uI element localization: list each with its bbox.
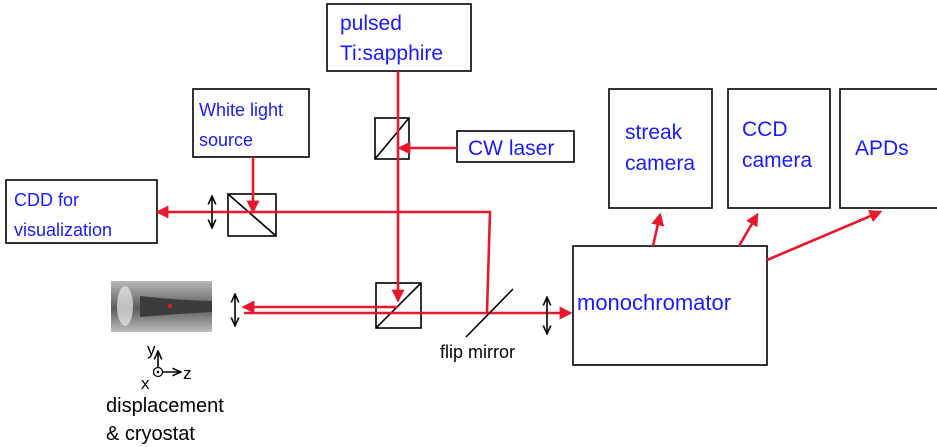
apds-box: APDs (839, 88, 937, 209)
monochromator-box: monochromator (572, 245, 768, 366)
white-light-label-line1: White light (199, 100, 283, 120)
streak-camera-label-line1: streak (625, 121, 683, 144)
pulsed-laser-label-line1: pulsed (340, 12, 402, 35)
beam-splitter-bottom (375, 282, 422, 329)
stage-label: displacement & cryostat (106, 395, 224, 445)
stage-label-line1: displacement (106, 395, 224, 417)
axis-x-label: x (141, 374, 150, 393)
beam-splitter-top (374, 117, 410, 160)
beam-to-ccd (737, 212, 759, 247)
laser-beams (155, 71, 883, 320)
axes-indicator: y x z (141, 340, 192, 393)
streak-camera-label-line2: camera (625, 152, 695, 175)
streak-camera-box: streak camera (608, 88, 713, 209)
ccd-camera-box: CCD camera (727, 88, 831, 209)
sample-image (111, 281, 212, 332)
beam-to-streak (651, 212, 665, 247)
white-light-source-box: White light source (192, 88, 310, 158)
white-light-label-line2: source (199, 130, 253, 150)
axis-z-label: z (183, 364, 192, 383)
pulsed-laser-label-line2: Ti:sapphire (340, 42, 443, 65)
flip-mirror-label: flip mirror (440, 342, 515, 362)
ccd-visualization-label-line2: visualization (14, 220, 112, 240)
cw-laser-label: CW laser (468, 137, 554, 160)
beam-visualization (155, 205, 492, 313)
axis-y-label: y (147, 340, 156, 359)
ccd-camera-label-line1: CCD (742, 118, 788, 141)
flip-mirror: flip mirror (440, 288, 515, 362)
cw-laser-box: CW laser (456, 130, 575, 163)
beam-to-apds (766, 210, 883, 262)
stage-label-line2: & cryostat (106, 423, 195, 445)
ccd-visualization-label-line1: CDD for (14, 190, 79, 210)
ccd-visualization-box: CDD for visualization (5, 179, 158, 244)
ccd-camera-label-line2: camera (742, 149, 812, 172)
pulsed-laser-box: pulsed Ti:sapphire (326, 3, 472, 72)
apds-label: APDs (855, 137, 909, 160)
monochromator-label: monochromator (577, 290, 731, 315)
